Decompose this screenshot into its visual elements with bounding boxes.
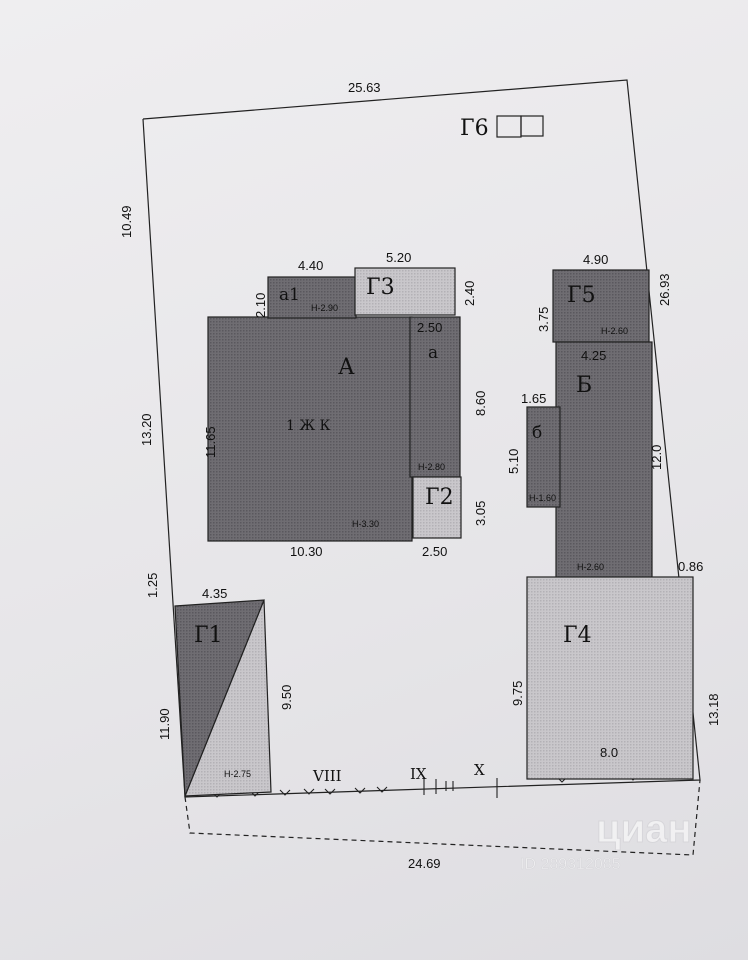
building-a-width: 10.30 <box>290 544 323 559</box>
shed-g5-width: 4.90 <box>583 252 608 267</box>
shed-g6-cell-1 <box>496 115 522 138</box>
fence-mark-ix: IX <box>410 765 427 783</box>
garage-g4-width: 8.0 <box>600 745 618 760</box>
shed-g3-depth: 2.40 <box>462 281 477 306</box>
shed-g6-cell-2 <box>520 115 544 137</box>
shed-g5-depth: 3.75 <box>536 307 551 332</box>
watermark-brand: циан <box>596 807 692 851</box>
building-a <box>207 316 413 542</box>
annex-a-label: а <box>428 343 438 363</box>
shed-g3 <box>354 267 456 316</box>
annex-a1-depth: 2.10 <box>253 293 268 318</box>
shed-g2-label: Г2 <box>425 485 454 510</box>
shed-g6-label: Г6 <box>460 116 489 141</box>
garage-g4-depth: 9.75 <box>510 681 525 706</box>
shed-g2-width: 2.50 <box>422 544 447 559</box>
building-a-height: Н-3.30 <box>352 519 379 529</box>
plot-bottom-length: 24.69 <box>408 856 441 871</box>
annex-a-height: Н-2.80 <box>418 462 445 472</box>
annex-a1-width: 4.40 <box>298 258 323 273</box>
plot-left-lower: 11.90 <box>157 708 172 740</box>
plot-left-upper: 10.49 <box>119 205 134 238</box>
building-b-height: Н-2.60 <box>577 562 604 572</box>
annex-b <box>526 406 561 508</box>
shed-g5 <box>552 269 650 343</box>
annex-b-depth: 5.10 <box>506 449 521 474</box>
shed-g1-dark <box>174 599 265 797</box>
shed-g1-label: Г1 <box>194 623 223 648</box>
annex-a-width: 2.50 <box>417 320 442 335</box>
watermark: циан ID 289312085 <box>520 807 692 874</box>
annex-a1-label: а1 <box>279 285 300 305</box>
plot-left-gap: 1.25 <box>145 573 160 598</box>
building-b-label: Б <box>576 373 592 398</box>
annex-b-width: 1.65 <box>521 391 546 406</box>
shed-g5-label: Г5 <box>567 283 596 308</box>
annex-a1-height: Н-2.90 <box>311 303 338 313</box>
shed-g1-depth: 9.50 <box>279 685 294 710</box>
annex-a-depth: 8.60 <box>473 391 488 416</box>
plot-right-upper: 26.93 <box>657 273 672 306</box>
shed-g1-width: 4.35 <box>202 586 227 601</box>
fence-mark-viii: VIII <box>312 767 342 785</box>
annex-b-height: Н-1.60 <box>529 493 556 503</box>
plot-left-middle: 13.20 <box>139 413 154 446</box>
building-a-depth: 11.65 <box>203 426 218 458</box>
garage-g4-offset: 0.86 <box>678 559 703 574</box>
annex-a1 <box>267 276 357 319</box>
plot-boundary-dashed <box>184 779 701 856</box>
plot-top-length: 25.63 <box>348 80 381 95</box>
garage-g4 <box>526 576 694 780</box>
building-b-depth: 12.0 <box>649 445 664 470</box>
building-b <box>555 341 653 579</box>
plot-right-lower: 13.18 <box>706 693 721 726</box>
building-a-label: А <box>338 355 355 380</box>
garage-g4-label: Г4 <box>563 623 592 648</box>
annex-a <box>409 316 461 478</box>
annex-b-label: б <box>532 423 542 443</box>
shed-g3-label: Г3 <box>366 275 395 300</box>
building-b-width: 4.25 <box>581 348 606 363</box>
shed-g5-height: Н-2.60 <box>601 326 628 336</box>
watermark-id: ID 289312085 <box>520 856 621 873</box>
shed-g3-width: 5.20 <box>386 250 411 265</box>
shed-g1-height: Н-2.75 <box>224 769 251 779</box>
fence-mark-x: X <box>474 761 485 779</box>
building-a-use: 1 Ж К <box>286 418 331 434</box>
shed-g2-depth: 3.05 <box>473 501 488 526</box>
shed-g2 <box>412 476 462 539</box>
